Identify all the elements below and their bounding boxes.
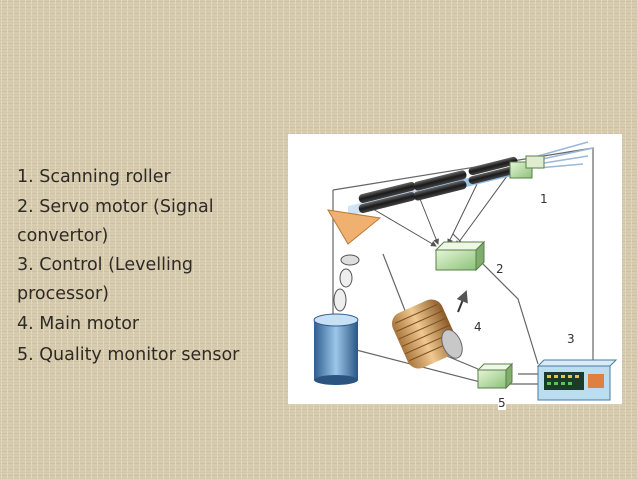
legend-item-servo-motor: 2. Servo motor (Signal convertor) bbox=[17, 197, 214, 246]
quality-monitor-sensor bbox=[476, 362, 514, 390]
legend-item-control: 3. Control (Levelling processor) bbox=[17, 255, 194, 304]
servo-motor-box bbox=[434, 240, 486, 272]
scanning-rollers bbox=[358, 156, 518, 214]
drafting-system-diagram: 1 2 3 4 5 bbox=[288, 134, 622, 410]
scanning-sensor-unit bbox=[509, 155, 545, 179]
main-motor bbox=[391, 299, 463, 369]
legend-item-scanning-roller: 1. Scanning roller bbox=[17, 167, 171, 187]
label-number-4: 4 bbox=[474, 320, 482, 334]
diagram-drawing bbox=[313, 141, 618, 401]
sliver-can bbox=[313, 313, 359, 385]
condenser-funnel bbox=[327, 209, 382, 245]
control-unit bbox=[536, 359, 618, 401]
drive-arrow bbox=[456, 290, 468, 313]
coiler-discs bbox=[333, 254, 360, 312]
label-number-2: 2 bbox=[496, 262, 504, 276]
label-number-5: 5 bbox=[498, 396, 506, 410]
legend-item-main-motor: 4. Main motor bbox=[17, 314, 140, 334]
legend-list: 1. Scanning roller 2. Servo motor (Signa… bbox=[17, 162, 279, 371]
label-number-3: 3 bbox=[567, 332, 575, 346]
label-number-1: 1 bbox=[540, 192, 548, 206]
legend-item-quality-sensor: 5. Quality monitor sensor bbox=[17, 345, 240, 365]
